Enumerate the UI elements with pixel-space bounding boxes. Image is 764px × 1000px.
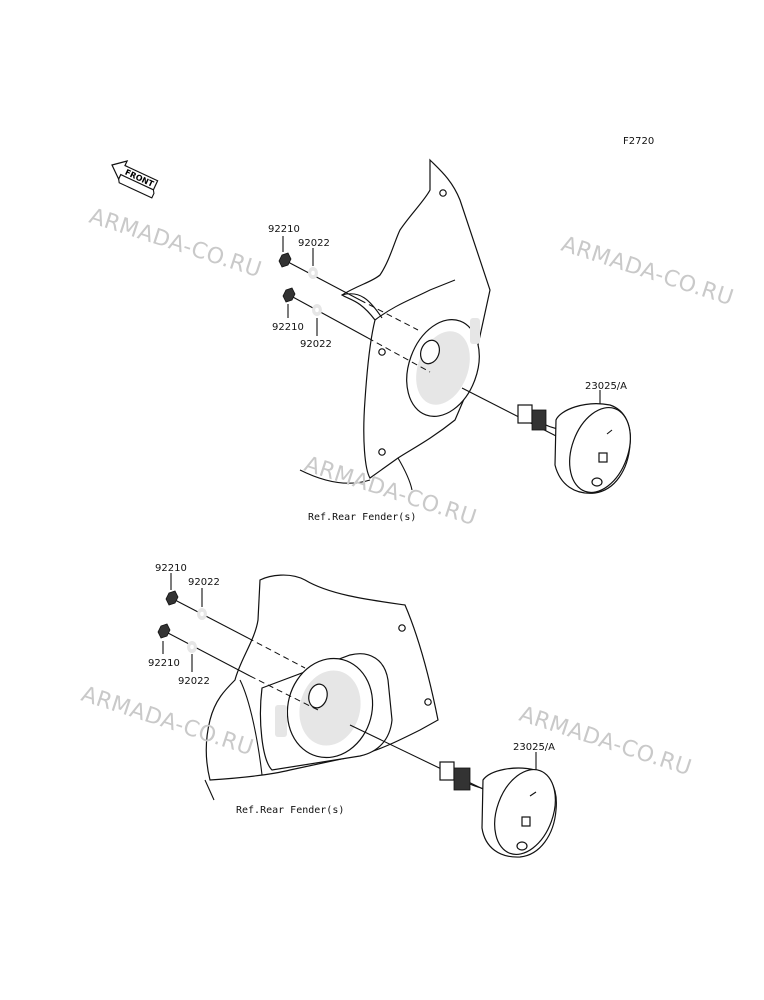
bottom-nut-upper xyxy=(165,590,179,606)
figure-code: F2720 xyxy=(623,136,654,147)
top-label-ref: Ref.Rear Fender(s) xyxy=(308,512,416,523)
top-connector xyxy=(517,404,561,431)
top-label-washer-upper: 92022 xyxy=(298,238,330,249)
bottom-label-washer-lower: 92022 xyxy=(178,676,210,687)
bottom-label-washer-upper: 92022 xyxy=(188,577,220,588)
bottom-connector xyxy=(439,761,489,791)
top-label-nut-lower: 92210 xyxy=(272,322,304,333)
top-nut-upper xyxy=(278,252,292,268)
top-assembly: 92210 92022 92210 92022 23025/A Ref.Rear… xyxy=(268,158,631,523)
top-label-nut-upper: 92210 xyxy=(268,224,300,235)
front-arrow-icon: FRONT xyxy=(111,160,159,199)
bottom-label-ref: Ref.Rear Fender(s) xyxy=(236,805,344,816)
top-label-light: 23025/A xyxy=(585,381,627,392)
top-label-washer-lower: 92022 xyxy=(300,339,332,350)
bottom-label-light: 23025/A xyxy=(513,742,555,753)
bottom-label-nut-lower: 92210 xyxy=(148,658,180,669)
watermark: ARMADA-CO.RU xyxy=(558,232,737,311)
bottom-rear-light xyxy=(481,767,557,858)
top-rear-light xyxy=(554,403,631,494)
top-fender-bracket xyxy=(340,158,491,479)
top-nut-lower xyxy=(282,287,296,303)
watermark: ARMADA-CO.RU xyxy=(86,204,265,283)
bottom-label-nut-upper: 92210 xyxy=(155,563,187,574)
bottom-assembly: 92210 92022 92210 92022 23025/A Ref.Rear… xyxy=(148,563,557,858)
bottom-nut-lower xyxy=(157,623,171,639)
